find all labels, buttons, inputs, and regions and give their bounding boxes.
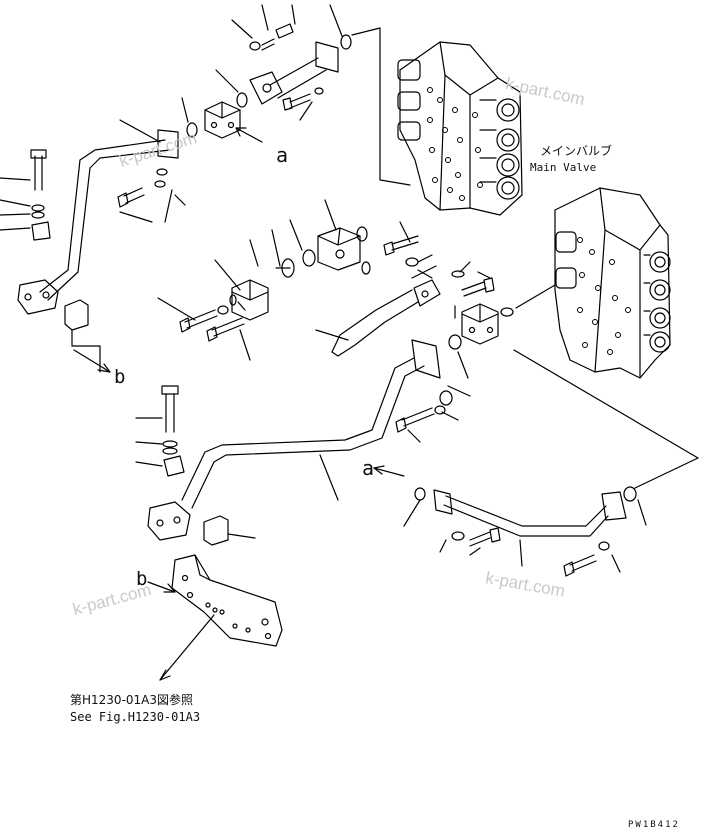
ref-a-top-label[interactable]: a <box>276 143 289 167</box>
main-valve-upper <box>397 41 523 216</box>
see-fig-jp-label: 第H1230-01A3図参照 <box>70 693 194 707</box>
top-pipe-assembly <box>181 4 411 186</box>
see-fig-en-label: See Fig.H1230-01A3 <box>70 710 201 724</box>
long-pipe <box>147 339 471 546</box>
ref-b-left-label[interactable]: b <box>114 366 126 388</box>
short-curved-pipe <box>315 265 441 357</box>
middle-fittings <box>157 199 699 459</box>
main-valve-jp-label: メインバルブ <box>540 144 613 158</box>
bracket-plate <box>159 554 283 681</box>
left-pipe <box>17 119 186 373</box>
left-fasteners <box>0 149 51 241</box>
reference-arrows[interactable] <box>73 127 405 593</box>
drawing-code-label: PW1B412 <box>628 820 680 830</box>
main-valve-lower <box>554 187 671 379</box>
lower-right-pipe <box>403 457 699 577</box>
ref-a-mid-label[interactable]: a <box>362 456 375 480</box>
lower-left-fasteners <box>135 385 185 477</box>
main-valve-en-label: Main Valve <box>530 161 597 174</box>
ref-b-bottom-label[interactable]: b <box>136 568 148 590</box>
